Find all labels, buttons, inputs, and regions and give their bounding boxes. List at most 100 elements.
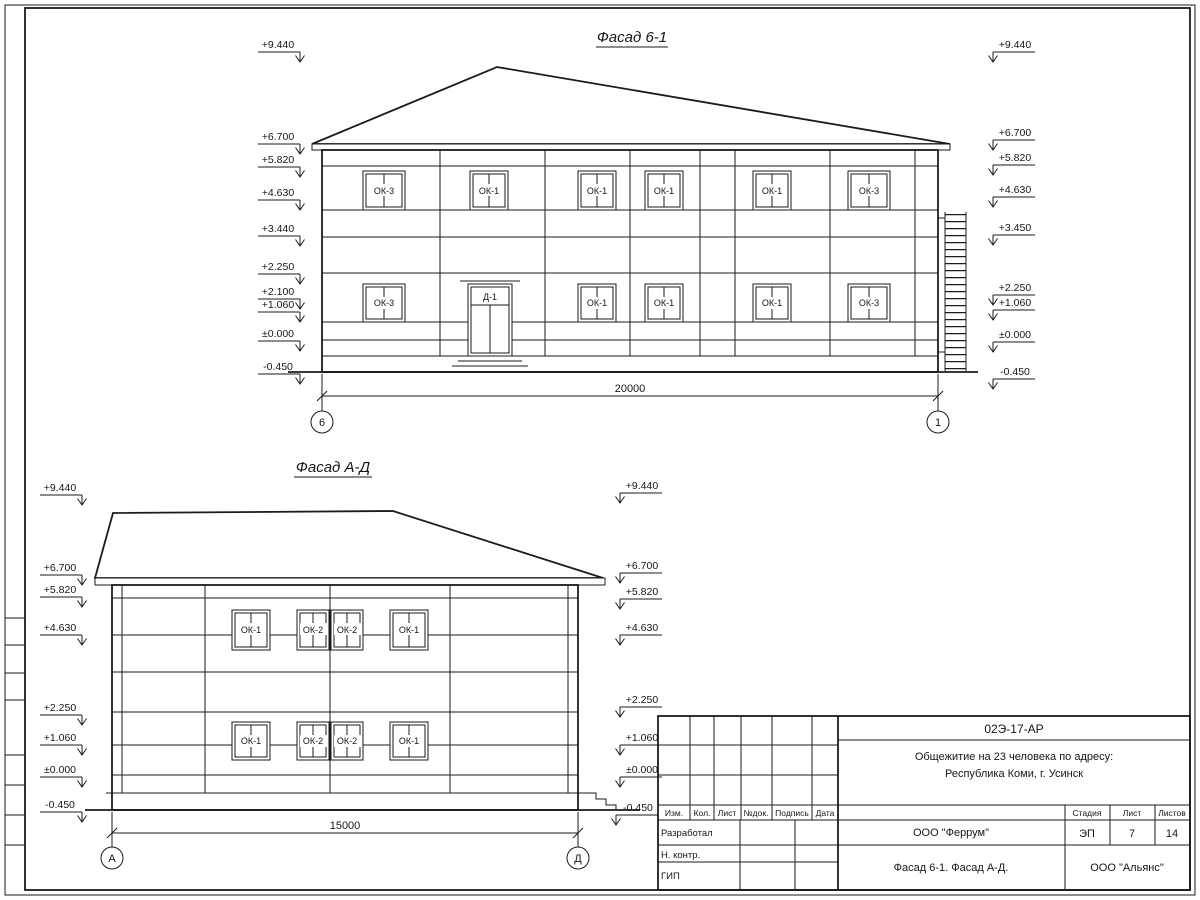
role-gip: ГИП bbox=[661, 871, 680, 882]
col-header: Дата bbox=[816, 808, 835, 818]
window: ОК-1 bbox=[752, 283, 792, 323]
col-header: Подпись bbox=[775, 808, 809, 818]
project-name-line1: Общежитие на 23 человека по адресу: bbox=[915, 751, 1113, 763]
document-number: 02Э-17-АР bbox=[984, 722, 1043, 736]
left-margin-stamps bbox=[4, 617, 26, 846]
overall-dimension: 15000 bbox=[330, 820, 361, 832]
sheet-number: 7 bbox=[1129, 828, 1135, 840]
svg-text:ОК-2: ОК-2 bbox=[303, 625, 323, 635]
svg-text:+6.700: +6.700 bbox=[44, 562, 77, 574]
svg-text:ОК-1: ОК-1 bbox=[399, 736, 419, 746]
entry-steps-a-d bbox=[578, 792, 617, 810]
svg-text:+9.440: +9.440 bbox=[999, 39, 1032, 51]
designer-company: ООО "Феррум" bbox=[913, 827, 989, 839]
svg-text:ОК-2: ОК-2 bbox=[337, 625, 357, 635]
sheet-frame bbox=[4, 4, 1196, 896]
window: ОК-3 bbox=[362, 170, 406, 211]
svg-text:+1.060: +1.060 bbox=[44, 732, 77, 744]
sheets-total: 14 bbox=[1166, 828, 1178, 840]
window: ОК-1 bbox=[469, 170, 509, 211]
svg-text:+1.060: +1.060 bbox=[262, 299, 295, 311]
svg-text:±0.000: ±0.000 bbox=[999, 329, 1031, 341]
svg-text:+6.700: +6.700 bbox=[626, 560, 659, 572]
fire-escape-ladder bbox=[938, 212, 967, 371]
svg-text:+4.630: +4.630 bbox=[262, 187, 295, 199]
window-row-top-6-1: ОК-3 ОК-1 ОК-1 ОК-1 ОК-1 bbox=[362, 170, 891, 211]
window: ОК-3 bbox=[362, 283, 406, 323]
dimension-a-d: 15000 А Д bbox=[100, 812, 590, 870]
svg-text:+2.250: +2.250 bbox=[626, 694, 659, 706]
svg-text:±0.000: ±0.000 bbox=[626, 764, 658, 776]
axis-bubble: А bbox=[108, 853, 116, 865]
stage-label: Стадия bbox=[1073, 808, 1102, 818]
stage-value: ЭП bbox=[1079, 828, 1095, 840]
project-name-line2: Республика Коми, г. Усинск bbox=[945, 768, 1083, 780]
elevation-marks-left-a-d: +9.440 +6.700 +5.820 +4.630 +2.250 +1.06… bbox=[39, 482, 87, 823]
facade-6-1-title: Фасад 6-1 bbox=[597, 29, 667, 46]
overall-dimension: 20000 bbox=[615, 383, 646, 395]
window: ОК-2 bbox=[296, 721, 330, 761]
elevation-marks-right-6-1: +9.440 +6.700 +5.820 +4.630 +3.450 +2.25… bbox=[988, 39, 1036, 390]
svg-text:+1.060: +1.060 bbox=[999, 297, 1032, 309]
svg-text:ОК-2: ОК-2 bbox=[303, 736, 323, 746]
svg-text:ОК-1: ОК-1 bbox=[587, 186, 607, 196]
svg-text:+9.440: +9.440 bbox=[626, 480, 659, 492]
svg-text:+4.630: +4.630 bbox=[999, 184, 1032, 196]
svg-text:+4.630: +4.630 bbox=[44, 622, 77, 634]
window: ОК-1 bbox=[644, 283, 684, 323]
svg-text:ОК-1: ОК-1 bbox=[654, 298, 674, 308]
customer-company: ООО "Альянс" bbox=[1090, 862, 1164, 874]
window: ОК-1 bbox=[389, 721, 429, 761]
facade-6-1-panel-lines bbox=[322, 150, 938, 357]
window-row-bottom-6-1: ОК-3 Д-1 ОК-1 ОК-1 bbox=[362, 280, 891, 367]
svg-text:+4.630: +4.630 bbox=[626, 622, 659, 634]
svg-text:+2.100: +2.100 bbox=[262, 286, 295, 298]
window: ОК-2 bbox=[330, 721, 364, 761]
svg-text:+5.820: +5.820 bbox=[262, 154, 295, 166]
window: ОК-1 bbox=[231, 609, 271, 651]
svg-text:ОК-3: ОК-3 bbox=[374, 298, 394, 308]
svg-text:+5.820: +5.820 bbox=[626, 586, 659, 598]
title-block: 02Э-17-АР Общежитие на 23 человека по ад… bbox=[657, 715, 1191, 891]
window: ОК-1 bbox=[389, 609, 429, 651]
svg-text:+5.820: +5.820 bbox=[999, 152, 1032, 164]
svg-text:+2.250: +2.250 bbox=[44, 702, 77, 714]
window-row-top-a-d: ОК-1 ОК-2 ОК-2 ОК-1 bbox=[231, 609, 429, 651]
sheet-label: Лист bbox=[1123, 808, 1142, 818]
window: ОК-1 bbox=[752, 170, 792, 211]
svg-text:+6.700: +6.700 bbox=[999, 127, 1032, 139]
svg-text:+2.250: +2.250 bbox=[999, 282, 1032, 294]
facade-6-1-view: Фасад 6-1 О bbox=[257, 29, 1036, 434]
axis-bubble: Д bbox=[574, 853, 582, 865]
drawing-title: Фасад 6-1. Фасад А-Д. bbox=[894, 862, 1009, 874]
svg-text:+1.060: +1.060 bbox=[626, 732, 659, 744]
svg-text:-0.450: -0.450 bbox=[45, 799, 75, 811]
facade-a-d-view: Фасад А-Д ОК-1 bbox=[39, 459, 663, 870]
window: ОК-1 bbox=[644, 170, 684, 211]
col-header: Лист bbox=[718, 808, 737, 818]
svg-text:+9.440: +9.440 bbox=[44, 482, 77, 494]
svg-text:+2.250: +2.250 bbox=[262, 261, 295, 273]
axis-bubble: 1 bbox=[935, 417, 941, 429]
svg-text:ОК-1: ОК-1 bbox=[762, 186, 782, 196]
dimension-6-1: 20000 6 1 bbox=[310, 374, 950, 434]
col-header: Изм. bbox=[665, 808, 683, 818]
svg-text:ОК-1: ОК-1 bbox=[241, 736, 261, 746]
svg-text:+3.440: +3.440 bbox=[262, 223, 295, 235]
window: ОК-1 bbox=[231, 721, 271, 761]
role-developer: Разработал bbox=[661, 828, 713, 839]
sheets-label: Листов bbox=[1158, 808, 1186, 818]
svg-text:+5.820: +5.820 bbox=[44, 584, 77, 596]
elevation-marks-right-a-d: +9.440 +6.700 +5.820 +4.630 +2.250 +1.06… bbox=[611, 480, 663, 826]
roof-a-d bbox=[93, 510, 606, 586]
window: ОК-3 bbox=[847, 283, 891, 323]
svg-text:-0.450: -0.450 bbox=[623, 802, 653, 814]
svg-text:+3.450: +3.450 bbox=[999, 222, 1032, 234]
svg-text:-0.450: -0.450 bbox=[1000, 366, 1030, 378]
svg-text:ОК-1: ОК-1 bbox=[241, 625, 261, 635]
window: ОК-1 bbox=[577, 170, 617, 211]
svg-text:ОК-1: ОК-1 bbox=[479, 186, 499, 196]
entrance-door: Д-1 bbox=[452, 280, 528, 367]
